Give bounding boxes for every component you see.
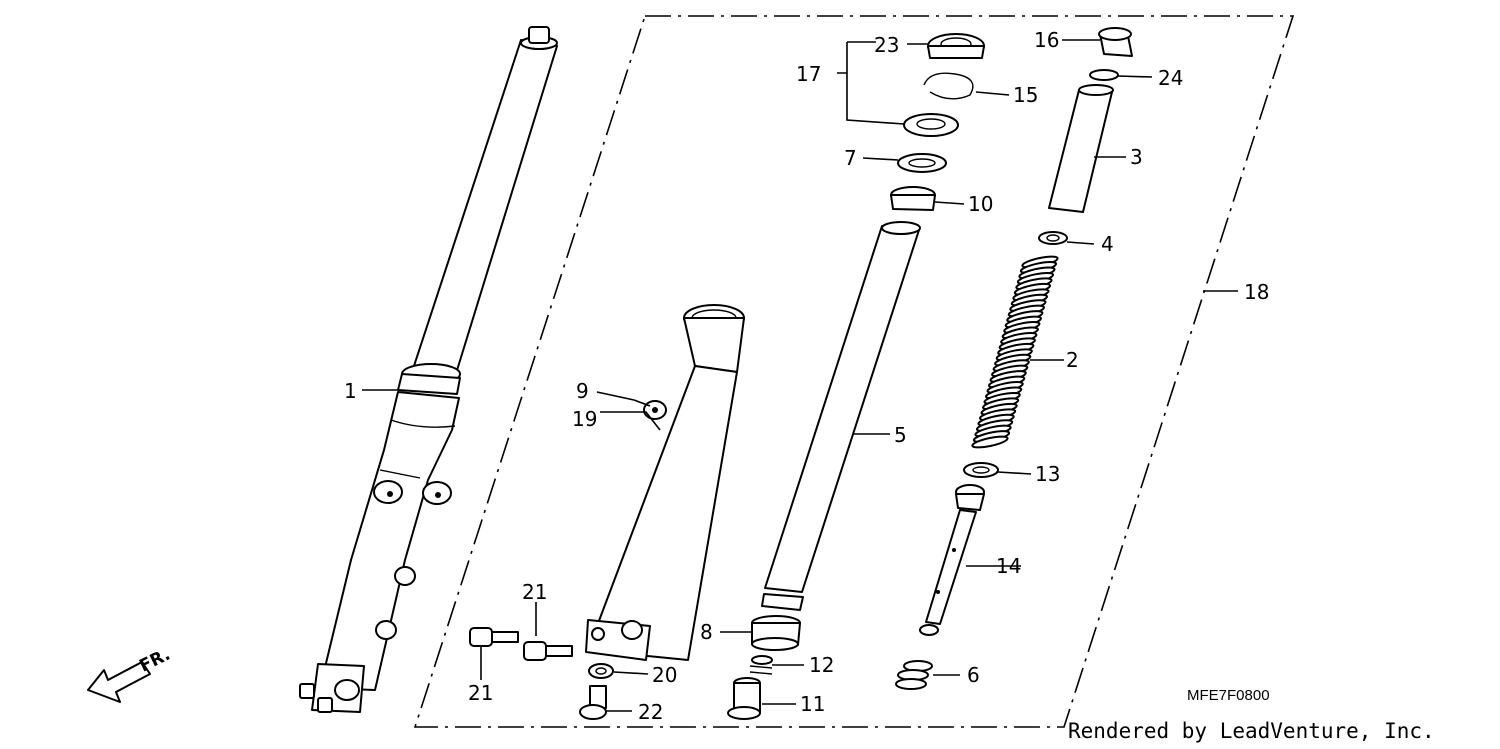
callout-9[interactable]: 9 <box>576 379 589 403</box>
part-23-dust-seal[interactable] <box>927 33 985 59</box>
part-13-piston-ring[interactable] <box>963 462 999 478</box>
part-16-bolt-cap[interactable] <box>1098 27 1133 57</box>
part-22-bolt[interactable] <box>579 685 607 720</box>
callout-18[interactable]: 18 <box>1244 280 1269 304</box>
diagram-code: MFE7F0800 <box>1187 687 1270 704</box>
callout-2[interactable]: 2 <box>1066 348 1079 372</box>
callout-8[interactable]: 8 <box>700 620 713 644</box>
callout-11[interactable]: 11 <box>800 692 825 716</box>
callout-23[interactable]: 23 <box>874 33 899 57</box>
part-3-spacer-pipe[interactable] <box>1048 84 1114 213</box>
callout-20[interactable]: 20 <box>652 663 677 687</box>
part-8-slide-bushing[interactable] <box>751 615 801 651</box>
callout-16[interactable]: 16 <box>1034 28 1059 52</box>
callout-5[interactable]: 5 <box>894 423 907 447</box>
spring-coil <box>971 435 1009 449</box>
render-credit: Rendered by LeadVenture, Inc. <box>1068 719 1435 743</box>
part-20-washer[interactable] <box>588 663 614 679</box>
leader-lines <box>362 39 1238 712</box>
callout-6[interactable]: 6 <box>967 663 980 687</box>
callout-7[interactable]: 7 <box>844 146 857 170</box>
part-12-rebound-spring[interactable] <box>749 655 773 675</box>
callout-4[interactable]: 4 <box>1101 232 1114 256</box>
callout-22[interactable]: 22 <box>638 700 663 724</box>
assembly-boundary <box>413 15 1295 728</box>
callout-3[interactable]: 3 <box>1130 145 1143 169</box>
callout-12[interactable]: 12 <box>809 653 834 677</box>
part-14-fork-piston[interactable] <box>919 484 985 636</box>
callout-21-upper[interactable]: 21 <box>522 580 547 604</box>
part-6-rebound-spring[interactable] <box>895 660 933 690</box>
callout-13[interactable]: 13 <box>1035 462 1060 486</box>
callout-21-lower[interactable]: 21 <box>468 681 493 705</box>
part-17-oil-seal[interactable] <box>903 113 959 137</box>
part-2-fork-spring[interactable] <box>971 254 1059 449</box>
callout-24[interactable]: 24 <box>1158 66 1183 90</box>
callout-10[interactable]: 10 <box>968 192 993 216</box>
part-4-spring-seat[interactable] <box>1038 231 1068 245</box>
callout-15[interactable]: 15 <box>1013 83 1038 107</box>
part-9-fork-slider[interactable] <box>585 304 745 661</box>
part-7-back-up-ring[interactable] <box>897 153 947 173</box>
callout-14[interactable]: 14 <box>996 554 1021 578</box>
callout-17[interactable]: 17 <box>796 62 821 86</box>
direction-label: FR. <box>136 645 173 677</box>
callout-1[interactable]: 1 <box>344 379 357 403</box>
part-1-fork-assembly[interactable] <box>299 26 558 713</box>
callout-19[interactable]: 19 <box>572 407 597 431</box>
part-5-fork-pipe[interactable] <box>761 221 921 611</box>
part-10-guide-bushing[interactable] <box>890 186 936 211</box>
part-24-o-ring[interactable] <box>1089 69 1119 81</box>
part-15-clip[interactable] <box>923 72 974 100</box>
direction-arrow-icon: FR. <box>87 645 173 703</box>
part-21-socket-bolts[interactable] <box>469 627 573 661</box>
callout-labels: 1 2 3 4 5 6 7 8 9 10 11 12 13 14 15 16 1… <box>344 28 1269 724</box>
part-11-oil-lock-piece[interactable] <box>727 677 761 720</box>
